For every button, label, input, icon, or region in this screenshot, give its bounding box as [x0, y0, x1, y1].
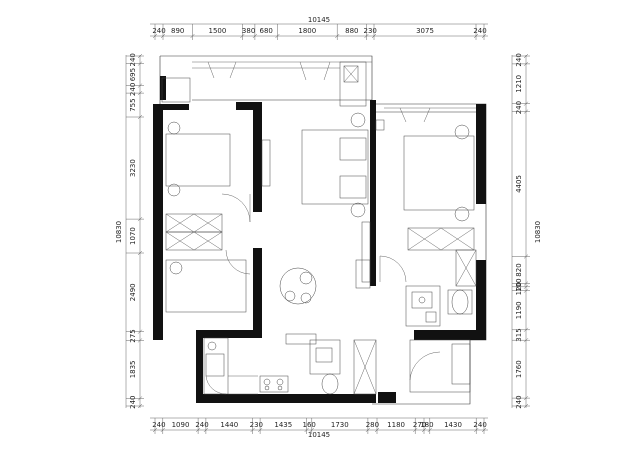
- top-dimension-chain: 10145 240 890 1500 380 680 1800 880 230 3075 240: [150, 16, 488, 40]
- dining-table: [279, 267, 317, 305]
- left-dimension-label: 755: [129, 98, 137, 111]
- sink-lower: [309, 339, 341, 375]
- bottom-dimension-label: 230: [250, 421, 263, 429]
- top-dimension-label: 880: [345, 27, 358, 35]
- top-dimension-label: 240: [473, 27, 486, 35]
- top-windows: [161, 61, 372, 107]
- lower-services: [203, 333, 377, 395]
- wall-right-bath: [414, 330, 486, 340]
- left-dimension-label: 695: [129, 68, 137, 81]
- top-dimension-label: 230: [364, 27, 377, 35]
- table-left-lower: [165, 259, 247, 313]
- left-dimension-label: 275: [129, 329, 137, 342]
- wall-top-left: [153, 104, 189, 110]
- top-dimension-label: 3075: [416, 27, 434, 35]
- bottom-dimension-label: 270: [413, 421, 426, 429]
- wall-bottom-right: [378, 392, 396, 403]
- bottom-total-label: 10145: [308, 431, 330, 439]
- left-bedroom: [165, 121, 251, 313]
- left-total-label: 10830: [115, 221, 123, 243]
- bottom-dimension-label: 240: [152, 421, 165, 429]
- top-total-label: 10145: [308, 16, 330, 24]
- shaft-top: [339, 61, 367, 107]
- bed-left: [165, 133, 231, 187]
- top-dimension-label: 380: [242, 27, 255, 35]
- wall-partition-vertical: [253, 102, 262, 212]
- wall-top-stub: [160, 76, 166, 100]
- top-dimension-label: 890: [171, 27, 184, 35]
- right-dimension-label: 820: [515, 263, 523, 276]
- left-dimension-label: 240: [129, 396, 137, 409]
- wall-bath-left: [196, 330, 203, 402]
- bottom-dimension-label: 280: [366, 421, 379, 429]
- right-dimension-label: 240: [515, 53, 523, 66]
- sofa-central: [301, 129, 369, 205]
- bottom-dimension-label: 1440: [220, 421, 238, 429]
- left-dimension-label: 3230: [129, 159, 137, 177]
- wall-bath-top: [196, 330, 262, 338]
- right-dimension-label: 4405: [515, 175, 523, 193]
- top-dimension-label: 1500: [208, 27, 226, 35]
- top-dimension-label: 680: [260, 27, 273, 35]
- wall-center-column: [370, 100, 376, 286]
- kitchen-counter: [285, 333, 317, 345]
- right-dimension-label: 100: [515, 278, 523, 291]
- left-dimension-chain: 10830 240 695 240 755 3230 1070 2490 275 1835 240: [115, 53, 144, 409]
- left-dimension-label: 1835: [129, 360, 137, 378]
- wall-left: [153, 104, 163, 340]
- wall-bottom: [196, 394, 376, 403]
- right-dimension-label: 240: [515, 101, 523, 114]
- right-dimension-label: 1190: [515, 301, 523, 319]
- right-dimension-label: 1760: [515, 360, 523, 378]
- right-bathroom: [405, 285, 473, 393]
- bed-right: [403, 135, 475, 211]
- top-dimension-label: 1800: [298, 27, 316, 35]
- wardrobe-left: [165, 213, 223, 233]
- walls: [153, 76, 486, 403]
- bottom-dimension-label: 240: [473, 421, 486, 429]
- wall-partition-top: [236, 102, 262, 110]
- stove: [259, 375, 289, 393]
- left-dimension-label: 240: [129, 83, 137, 96]
- closet-top-left: [161, 77, 191, 103]
- left-dimension-label: 2490: [129, 283, 137, 301]
- toilet-right: [451, 289, 469, 315]
- top-dimension-label: 240: [152, 27, 165, 35]
- wall-partition-lower: [253, 248, 262, 334]
- right-bedroom: [375, 107, 477, 287]
- bottom-dimension-label: 1435: [274, 421, 292, 429]
- vanity-right: [405, 285, 441, 327]
- right-dimension-label: 1210: [515, 75, 523, 93]
- bottom-dimension-label: 160: [303, 421, 316, 429]
- right-dimension-label: 240: [515, 395, 523, 408]
- living-area: [261, 112, 371, 305]
- tv-console: [261, 139, 271, 187]
- right-total-label: 10830: [534, 221, 542, 243]
- toilet-lower: [321, 373, 339, 395]
- right-dimension-label: 315: [515, 328, 523, 341]
- left-dimension-label: 1070: [129, 227, 137, 245]
- bottom-dimension-label: 1430: [444, 421, 462, 429]
- wardrobe-right: [407, 227, 475, 251]
- right-dimension-label: 120: [515, 282, 523, 295]
- bottom-dimension-label: 1180: [387, 421, 405, 429]
- bottom-dimension-label: 1730: [331, 421, 349, 429]
- bath-lower-left: [203, 337, 229, 395]
- wall-right-lower: [476, 260, 486, 340]
- bottom-dimension-label: 180: [420, 421, 433, 429]
- wall-right-upper: [476, 104, 486, 204]
- bottom-dimension-label: 1090: [172, 421, 190, 429]
- bottom-dimension-label: 240: [195, 421, 208, 429]
- left-dimension-label: 240: [129, 53, 137, 66]
- bottom-dimension-chain: 10145 240 1090 240 1440 230 1435 160 1730 280 118…: [150, 417, 488, 439]
